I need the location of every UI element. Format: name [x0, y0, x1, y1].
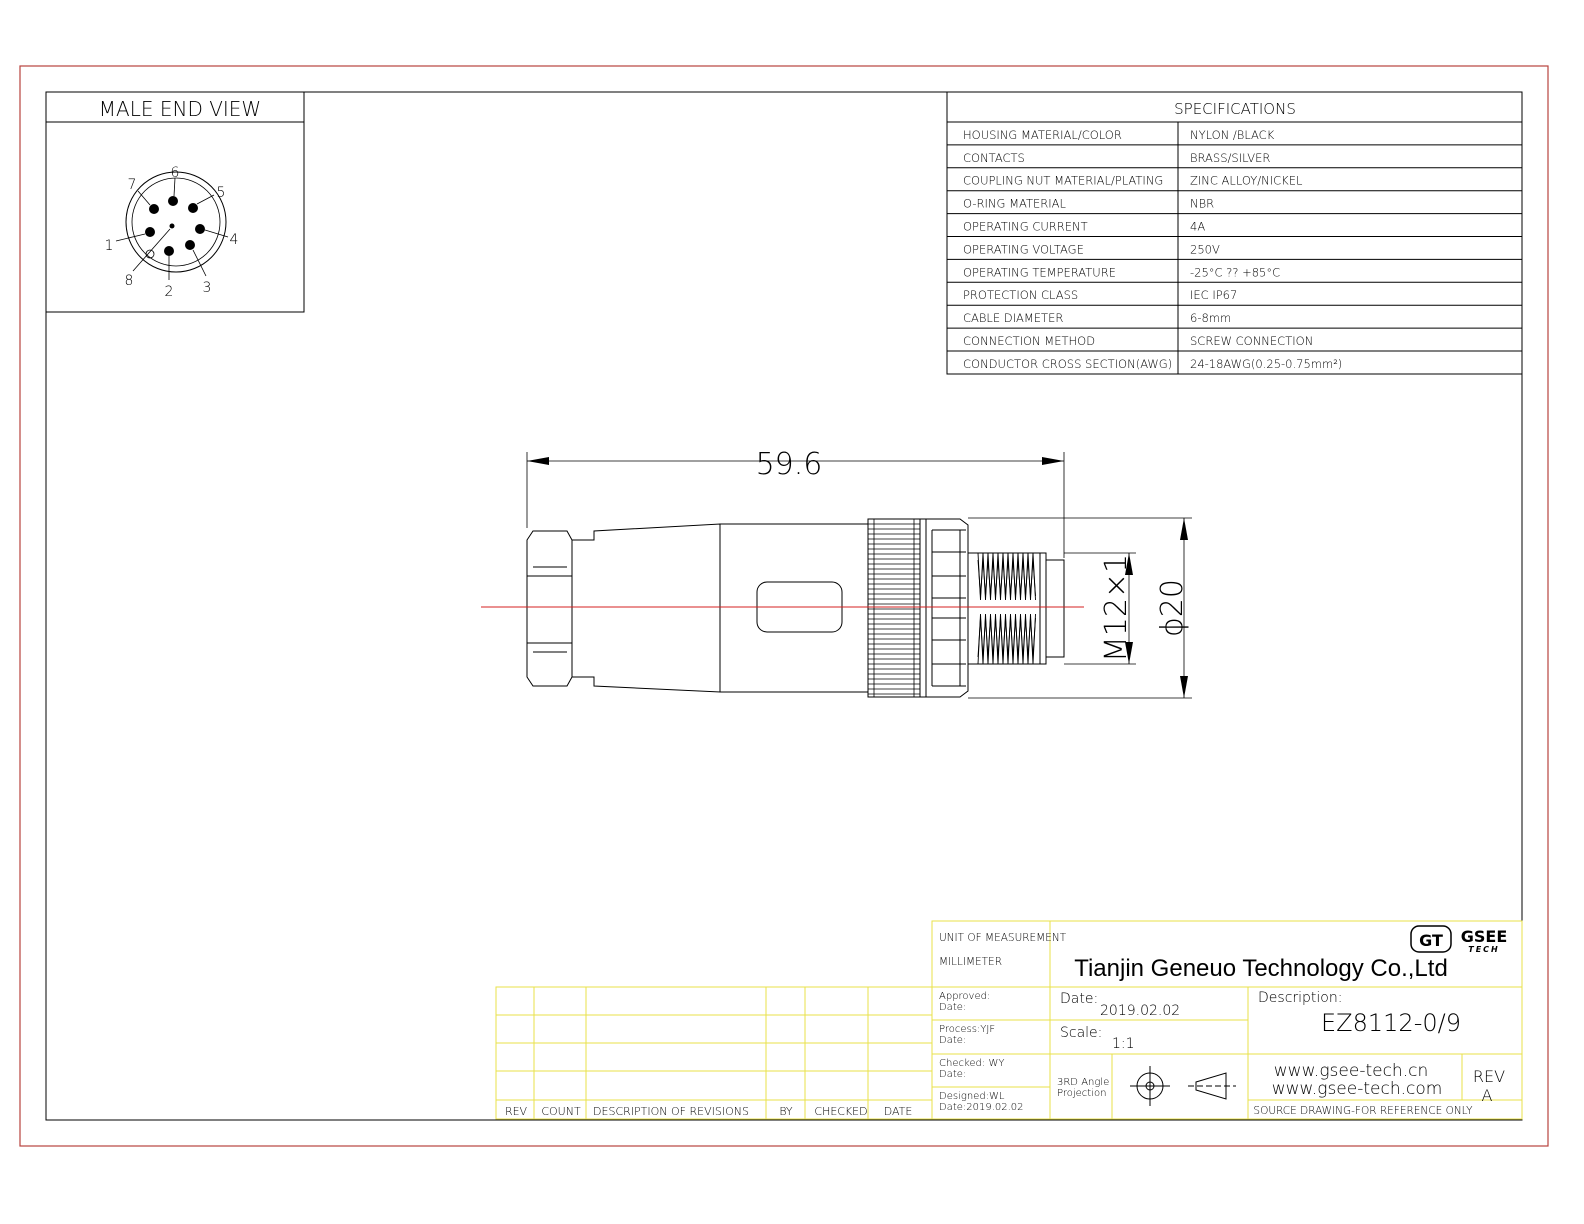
source-note: SOURCE DRAWING-FOR REFERENCE ONLY — [1253, 1105, 1473, 1117]
spec-label-10: CONDUCTOR CROSS SECTION(AWG) — [963, 357, 1172, 371]
third-angle-projection-icon — [1130, 1066, 1236, 1106]
spec-value-8: 6-8mm — [1190, 311, 1231, 325]
thread-label: M12×1 — [1099, 554, 1134, 662]
rev-header-by: BY — [779, 1105, 793, 1118]
description-label: Description: — [1258, 990, 1342, 1006]
spec-label-6: OPERATING TEMPERATURE — [963, 265, 1116, 279]
pin-label-3: 3 — [203, 280, 212, 296]
pin-label-1: 1 — [105, 238, 114, 254]
projection-line1: 3RD Angle — [1057, 1077, 1109, 1088]
pin-label-6: 6 — [171, 165, 180, 181]
revision-table: REV COUNT DESCRIPTION OF REVISIONS BY CH… — [495, 986, 933, 1120]
website-com: www.gsee-tech.com — [1272, 1079, 1443, 1099]
spec-label-9: CONNECTION METHOD — [963, 334, 1095, 348]
pin-4 — [195, 224, 205, 234]
rev-header-rev: REV — [505, 1105, 528, 1118]
dimension-length: 59.6 — [526, 447, 1065, 558]
male-end-view-panel: MALE END VIEW 1 2 — [45, 91, 305, 313]
diameter-label: ϕ20 — [1155, 579, 1190, 637]
rev-label: REV — [1473, 1067, 1505, 1086]
pin-7 — [149, 204, 159, 214]
rev-header-description: DESCRIPTION OF REVISIONS — [593, 1105, 749, 1118]
spec-value-5: 250V — [1190, 242, 1220, 256]
pin-face-diagram: 1 2 3 4 5 6 7 8 — [105, 165, 239, 300]
designed-label: Designed:WL — [939, 1091, 1005, 1102]
rev-header-count: COUNT — [541, 1105, 581, 1118]
spec-label-5: OPERATING VOLTAGE — [963, 242, 1084, 256]
title-block: UNIT OF MEASUREMENT MILLIMETER Tianjin G… — [931, 920, 1523, 1120]
unit-label: UNIT OF MEASUREMENT — [939, 932, 1067, 944]
company-name: Tianjin Geneuo Technology Co.,Ltd — [1074, 955, 1448, 982]
scale-value: 1:1 — [1112, 1036, 1135, 1052]
spec-value-2: ZINC ALLOY/NICKEL — [1190, 174, 1303, 188]
spec-label-7: PROTECTION CLASS — [963, 288, 1078, 302]
pin-label-7: 7 — [128, 177, 137, 193]
specifications-table: SPECIFICATIONS HOUSING MATERIAL/COLOR NYL… — [946, 91, 1523, 375]
process-date-label: Date: — [939, 1035, 966, 1046]
cable-gland-nut — [526, 530, 573, 687]
spec-label-8: CABLE DIAMETER — [963, 311, 1063, 325]
spec-label-1: CONTACTS — [963, 151, 1025, 165]
connector-front-face — [1045, 559, 1065, 658]
unit-value: MILLIMETER — [939, 956, 1002, 968]
logo-mark: GT — [1419, 931, 1443, 950]
pin-1 — [145, 227, 155, 237]
scale-label: Scale: — [1060, 1025, 1102, 1041]
pin-3 — [185, 240, 195, 250]
spec-label-2: COUPLING NUT MATERIAL/PLATING — [963, 174, 1163, 188]
coupling-nut-ribbed — [919, 518, 969, 698]
logo-sub: TECH — [1468, 945, 1500, 954]
pin-2 — [164, 246, 174, 256]
approved-label: Approved: — [939, 991, 990, 1002]
connector-body-main — [719, 523, 869, 693]
spec-label-0: HOUSING MATERIAL/COLOR — [963, 128, 1122, 142]
rev-header-checked: CHECKED — [814, 1105, 867, 1118]
spec-label-3: O-RING MATERIAL — [963, 197, 1067, 211]
process-label: Process:YJF — [939, 1024, 995, 1035]
logo-text: GSEE — [1461, 927, 1508, 946]
spec-value-7: IEC IP67 — [1190, 288, 1237, 302]
date-value: 2019.02.02 — [1100, 1003, 1180, 1019]
checked-label: Checked: WY — [939, 1058, 1004, 1069]
key-notch — [145, 249, 155, 259]
male-end-view-title: MALE END VIEW — [99, 97, 261, 121]
pin-label-4: 4 — [230, 232, 239, 248]
spec-value-9: SCREW CONNECTION — [1190, 334, 1313, 348]
spec-value-0: NYLON /BLACK — [1190, 128, 1275, 142]
pin-label-5: 5 — [217, 185, 226, 201]
designed-date-label: Date:2019.02.02 — [939, 1102, 1024, 1113]
connector-body-rear — [572, 523, 721, 693]
outer-border — [19, 65, 1549, 1147]
spec-value-3: NBR — [1190, 197, 1214, 211]
pin-6 — [168, 196, 178, 206]
spec-value-4: 4A — [1190, 220, 1205, 234]
spec-value-10: 24-18AWG(0.25-0.75mm²) — [1190, 357, 1342, 371]
pin-8 — [169, 223, 175, 229]
spec-value-6: -25°C ?? +85°C — [1190, 265, 1280, 279]
coupling-nut-knurled — [867, 518, 921, 698]
connector-side-view — [526, 518, 1065, 698]
specifications-title: SPECIFICATIONS — [1174, 100, 1296, 118]
rev-value: A — [1482, 1086, 1493, 1105]
pin-label-8: 8 — [125, 273, 134, 289]
dimension-thread: M12×1 — [1064, 552, 1136, 665]
length-label: 59.6 — [756, 447, 823, 482]
pin-label-2: 2 — [165, 284, 174, 300]
projection-line2: Projection — [1057, 1088, 1106, 1099]
gsee-logo: GT GSEE TECH — [1410, 925, 1508, 954]
spec-value-1: BRASS/SILVER — [1190, 151, 1270, 165]
pin-5 — [188, 203, 198, 213]
approved-date-label: Date: — [939, 1002, 966, 1013]
date-label: Date: — [1060, 991, 1098, 1007]
inner-frame — [45, 91, 1523, 1121]
dimension-diameter: ϕ20 — [968, 517, 1192, 699]
spec-label-4: OPERATING CURRENT — [963, 220, 1088, 234]
website-cn: www.gsee-tech.cn — [1274, 1061, 1428, 1081]
rev-header-date: DATE — [884, 1105, 913, 1118]
description-value: EZ8112-0/9 — [1321, 1009, 1461, 1037]
checked-date-label: Date: — [939, 1069, 966, 1080]
